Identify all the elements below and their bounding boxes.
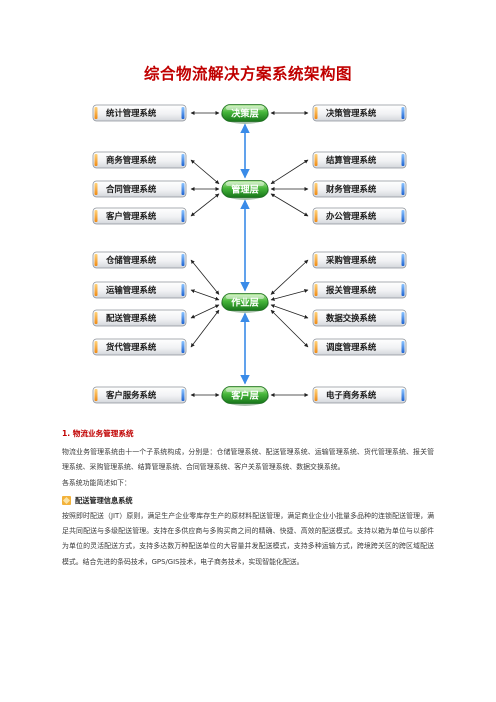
system-box-label: 商务管理系统 [106,155,157,165]
system-box-customs: 报关管理系统 [312,281,407,299]
system-box-biz: 商务管理系统 [92,151,187,169]
system-box-label: 决策管理系统 [326,108,377,118]
system-box-trans: 运输管理系统 [92,281,187,299]
bullet-icon [62,496,71,506]
layer-node-label: 作业层 [231,296,259,308]
system-box-cust: 客户管理系统 [92,207,187,225]
system-box-label: 仓储管理系统 [105,255,157,265]
layer-node-operation: 作业层 [221,293,269,313]
subsection-body: 按照即时配送（JIT）原则，满足生产企业零库存生产的原材料配送管理，满足商业企业… [62,511,434,566]
connector-wh [190,259,220,295]
section-intro: 物流业务管理系统由十一个子系统构成，分别是：仓储管理系统、配送管理系统、运输管理… [62,448,434,472]
connector-biz [190,159,220,185]
connector-freight [190,309,220,348]
description-section: 1. 物流业务管理系统 物流业务管理系统由十一个子系统构成，分别是：仓储管理系统… [62,428,434,570]
system-box-dispatch: 调度管理系统 [312,338,407,356]
system-box-label: 采购管理系统 [325,255,377,265]
connector-purchase [270,259,309,295]
layer-node-label: 决策层 [231,107,259,119]
layer-node-label: 管理层 [231,183,259,195]
system-box-fin: 财务管理系统 [312,180,407,198]
system-box-ecom: 电子商务系统 [312,386,407,404]
connector-customs [270,288,309,301]
section-heading: 1. 物流业务管理系统 [62,429,134,438]
system-box-label: 财务管理系统 [325,184,377,194]
system-box-wh: 仓储管理系统 [92,251,187,269]
system-box-office: 办公管理系统 [312,207,407,225]
system-box-freight: 货代管理系统 [92,338,187,356]
system-box-exchange: 数据交换系统 [312,309,407,327]
system-box-contract: 合同管理系统 [92,180,187,198]
system-box-purchase: 采购管理系统 [312,251,407,269]
architecture-diagram: 统计管理系统商务管理系统合同管理系统客户管理系统仓储管理系统运输管理系统配送管理… [92,104,407,406]
connector-cust [190,193,220,217]
layer-node-customer: 客户层 [221,386,269,406]
system-box-settle: 结算管理系统 [312,151,407,169]
layer-node-decision: 决策层 [221,104,269,124]
connector-trans [190,289,220,301]
system-box-dec: 决策管理系统 [312,104,407,122]
system-box-label: 办公管理系统 [326,211,377,221]
system-box-label: 结算管理系统 [326,155,377,165]
connector-settle [270,159,309,185]
system-box-label: 货代管理系统 [105,342,157,352]
system-box-label: 配送管理系统 [106,313,157,323]
system-box-label: 数据交换系统 [326,313,377,323]
system-box-stat: 统计管理系统 [92,104,187,122]
system-boxes: 统计管理系统商务管理系统合同管理系统客户管理系统仓储管理系统运输管理系统配送管理… [92,104,407,404]
system-box-label: 电子商务系统 [326,390,377,400]
system-box-label: 客户管理系统 [105,211,157,221]
section-lead: 各系统功能简述如下： [62,478,131,487]
layer-node-label: 客户层 [230,389,259,401]
system-box-label: 报关管理系统 [326,285,377,295]
system-box-label: 调度管理系统 [326,342,377,352]
system-box-label: 运输管理系统 [106,285,157,295]
layer-node-management: 管理层 [221,180,269,200]
system-box-label: 客户服务系统 [105,390,157,400]
connector-office [270,193,309,217]
subsection-heading-label: 配送管理信息系统 [75,495,133,505]
system-box-svc: 客户服务系统 [92,386,187,404]
connector-dispatch [270,309,309,348]
system-box-label: 合同管理系统 [105,184,157,194]
connector-arrows [190,111,309,397]
page-title: 综合物流解决方案系统架构图 [143,65,352,83]
subsection-heading: 配送管理信息系统 [62,493,434,509]
system-box-label: 统计管理系统 [106,108,157,118]
system-box-dist: 配送管理系统 [92,309,187,327]
